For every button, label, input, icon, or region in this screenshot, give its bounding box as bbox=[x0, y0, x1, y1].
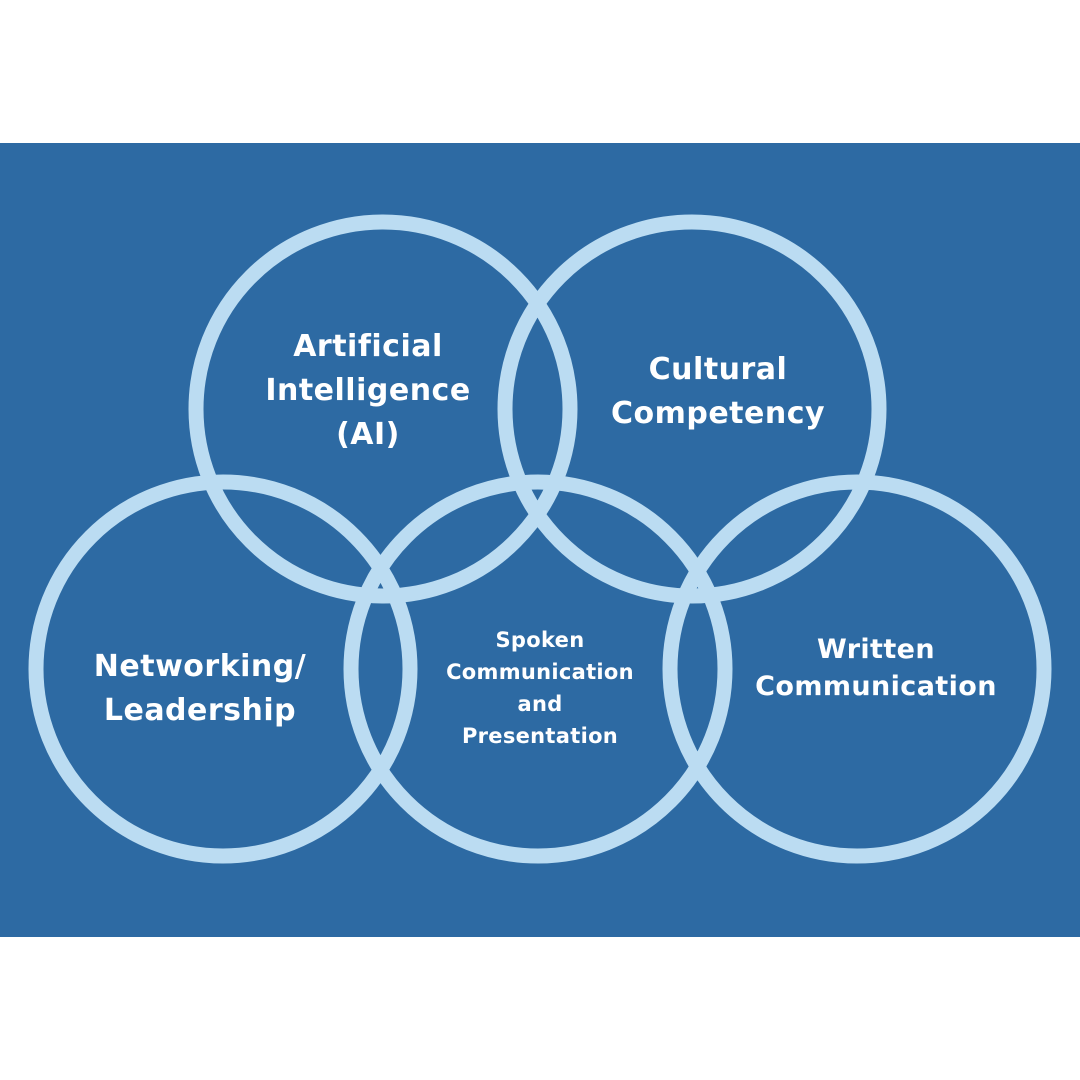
label-spoken-communication: Spoken Communication and Presentation bbox=[446, 628, 634, 748]
circle-networking bbox=[28, 474, 418, 864]
circle-written bbox=[662, 474, 1052, 864]
label-written-communication: Written Communication bbox=[755, 634, 997, 702]
label-cultural-competency: Cultural Competency bbox=[610, 352, 826, 431]
label-networking-leadership: Networking/ Leadership bbox=[93, 649, 307, 728]
label-artificial-intelligence: Artificial Intelligence (AI) bbox=[265, 329, 471, 452]
circle-ai bbox=[188, 214, 578, 604]
blue-background-band bbox=[0, 143, 1080, 937]
circle-spoken bbox=[343, 474, 733, 864]
